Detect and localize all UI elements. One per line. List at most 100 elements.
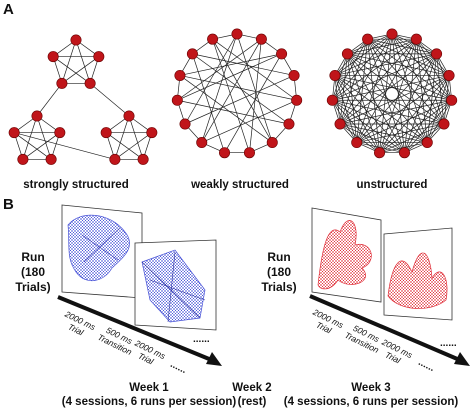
- unstructured-edge: [332, 53, 437, 101]
- weak-node: [179, 118, 191, 130]
- frames-left-ellipsis: ......: [193, 334, 210, 345]
- week-2-title: Week 2: [232, 382, 272, 394]
- unstructured-edge: [334, 75, 380, 153]
- weak-node: [207, 33, 219, 45]
- weak-chord-edge: [212, 38, 297, 101]
- weak-chord-edge: [177, 53, 282, 101]
- unstructured-edge: [404, 53, 437, 153]
- unstructured-edge: [404, 100, 452, 153]
- unstructured-edge: [379, 99, 452, 153]
- weak-chord-edge: [249, 39, 262, 153]
- stimulus-frame-right-1: [311, 207, 382, 303]
- strong-cluster-2-edge: [114, 115, 130, 160]
- unstructured-edge: [347, 53, 452, 101]
- weak-chord-edge: [179, 75, 297, 101]
- unstructured-edge: [347, 53, 428, 143]
- week-1-detail: (4 sessions, 6 runs per session): [61, 396, 237, 408]
- strong-node: [8, 127, 20, 139]
- unstructured-edge: [347, 53, 450, 76]
- unstructured-edge: [332, 33, 393, 101]
- unstructured-edge: [334, 33, 393, 76]
- strong-node: [146, 127, 158, 139]
- strong-cluster-0-edge: [61, 56, 100, 84]
- strong-cluster-0-edge: [75, 39, 91, 84]
- unstructured-edge: [379, 75, 450, 153]
- unstructured-edge: [332, 99, 405, 153]
- weak-chord-edge: [192, 53, 290, 125]
- unstructured-edge: [347, 38, 417, 55]
- weak-node: [231, 28, 243, 40]
- weak-node: [171, 94, 183, 106]
- strong-node: [47, 51, 59, 63]
- unstructured-edge: [332, 99, 428, 143]
- weak-chord-edge: [212, 39, 273, 143]
- week-3-title: Week 3: [351, 382, 391, 394]
- panel-b-letter: B: [3, 196, 14, 213]
- unstructured-edge: [334, 38, 417, 76]
- unstructured-edge: [334, 75, 428, 143]
- unstructured-edge: [356, 39, 368, 143]
- unstructured-edge: [416, 39, 445, 125]
- unstructured-edge: [426, 53, 437, 143]
- unstructured-edge: [339, 39, 368, 125]
- label-weakly-structured: weakly structured: [191, 179, 289, 191]
- weak-node: [219, 147, 231, 159]
- strong-node: [45, 153, 57, 165]
- unstructured-edge: [339, 33, 393, 125]
- weak-node: [266, 137, 278, 149]
- timeline-arrow-left: [57, 295, 222, 366]
- unstructured-edge: [347, 53, 445, 125]
- unstructured-edge: [356, 99, 452, 143]
- strong-node: [109, 153, 121, 165]
- unstructured-node: [386, 28, 398, 40]
- weak-chord-edge: [212, 39, 250, 153]
- week-2-detail: (rest): [237, 396, 267, 408]
- unstructured-edge: [347, 53, 405, 153]
- weak-node: [276, 48, 288, 60]
- unstructured-edge: [339, 123, 428, 143]
- unstructured-edge: [334, 75, 405, 153]
- run-label-right: Run (180 Trials): [248, 250, 310, 295]
- strong-node: [123, 110, 135, 122]
- unstructured-edge: [332, 38, 417, 101]
- unstructured-node: [438, 118, 450, 130]
- weak-node: [196, 137, 208, 149]
- unstructured-node: [374, 147, 386, 159]
- unstructured-edge: [391, 33, 428, 143]
- panel-a-letter: A: [3, 1, 14, 18]
- unstructured-node: [351, 137, 363, 149]
- unstructured-edge: [332, 39, 368, 101]
- unstructured-node: [410, 33, 422, 45]
- strong-bridge-edge: [14, 132, 115, 160]
- unstructured-edge: [404, 75, 450, 153]
- unstructured-edge: [367, 39, 428, 143]
- unstructured-node: [329, 69, 341, 81]
- unstructured-edge: [367, 38, 450, 76]
- unstructured-edge: [339, 38, 417, 125]
- unstructured-edge: [339, 123, 405, 154]
- unstructured-edge: [367, 38, 445, 125]
- unstructured-node: [421, 137, 433, 149]
- weak-chord-edge: [177, 38, 262, 101]
- stimulus-frame-left-2: [134, 239, 217, 331]
- run-left-line2: (180 Trials): [15, 265, 51, 294]
- unstructured-node: [334, 118, 346, 130]
- strong-cluster-2-edge: [114, 132, 153, 160]
- strong-node: [137, 153, 149, 165]
- weak-node: [291, 94, 303, 106]
- unstructured-edge: [426, 75, 450, 143]
- strong-node: [31, 110, 43, 122]
- weak-node: [243, 147, 255, 159]
- unstructured-node: [443, 69, 455, 81]
- weak-chord-edge: [192, 53, 295, 76]
- strong-node: [54, 127, 66, 139]
- strong-node: [84, 77, 96, 89]
- unstructured-edge: [367, 39, 405, 153]
- weak-chord-edge: [201, 99, 297, 143]
- strong-cluster-1-edge: [22, 132, 61, 160]
- unstructured-node: [326, 94, 338, 106]
- unstructured-edge: [356, 33, 393, 143]
- strong-cluster-1-edge: [36, 115, 52, 160]
- unstructured-edge: [367, 38, 437, 55]
